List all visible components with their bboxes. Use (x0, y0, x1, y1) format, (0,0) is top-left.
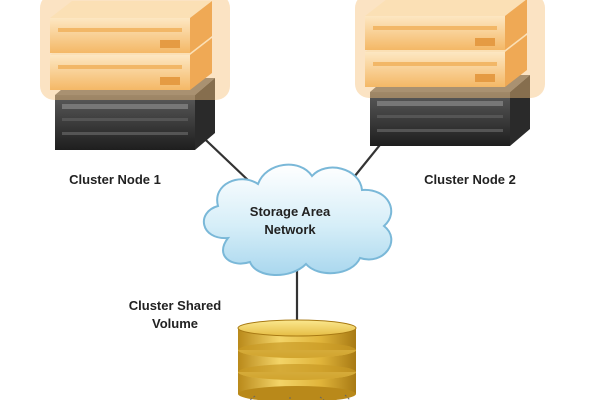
csv-label-line-2: Volume (152, 316, 198, 331)
san-label-line-1: Storage Area (249, 204, 331, 219)
storage-area-network-cloud-icon (202, 163, 393, 277)
cluster-node-2-label: Cluster Node 2 (424, 172, 516, 187)
cluster-node-1-server-icon (40, 0, 230, 150)
cluster-shared-volume-label: Cluster Shared Volume (105, 297, 245, 333)
csv-label-line-1: Cluster Shared (128, 298, 222, 313)
san-label-line-2: Network (264, 222, 316, 237)
cluster-node-1-label: Cluster Node 1 (69, 172, 161, 187)
cluster-node-2-server-icon (355, 0, 545, 146)
storage-area-network-label: Storage Area Network (215, 203, 365, 239)
cluster-shared-volume-disk-icon (237, 319, 357, 400)
